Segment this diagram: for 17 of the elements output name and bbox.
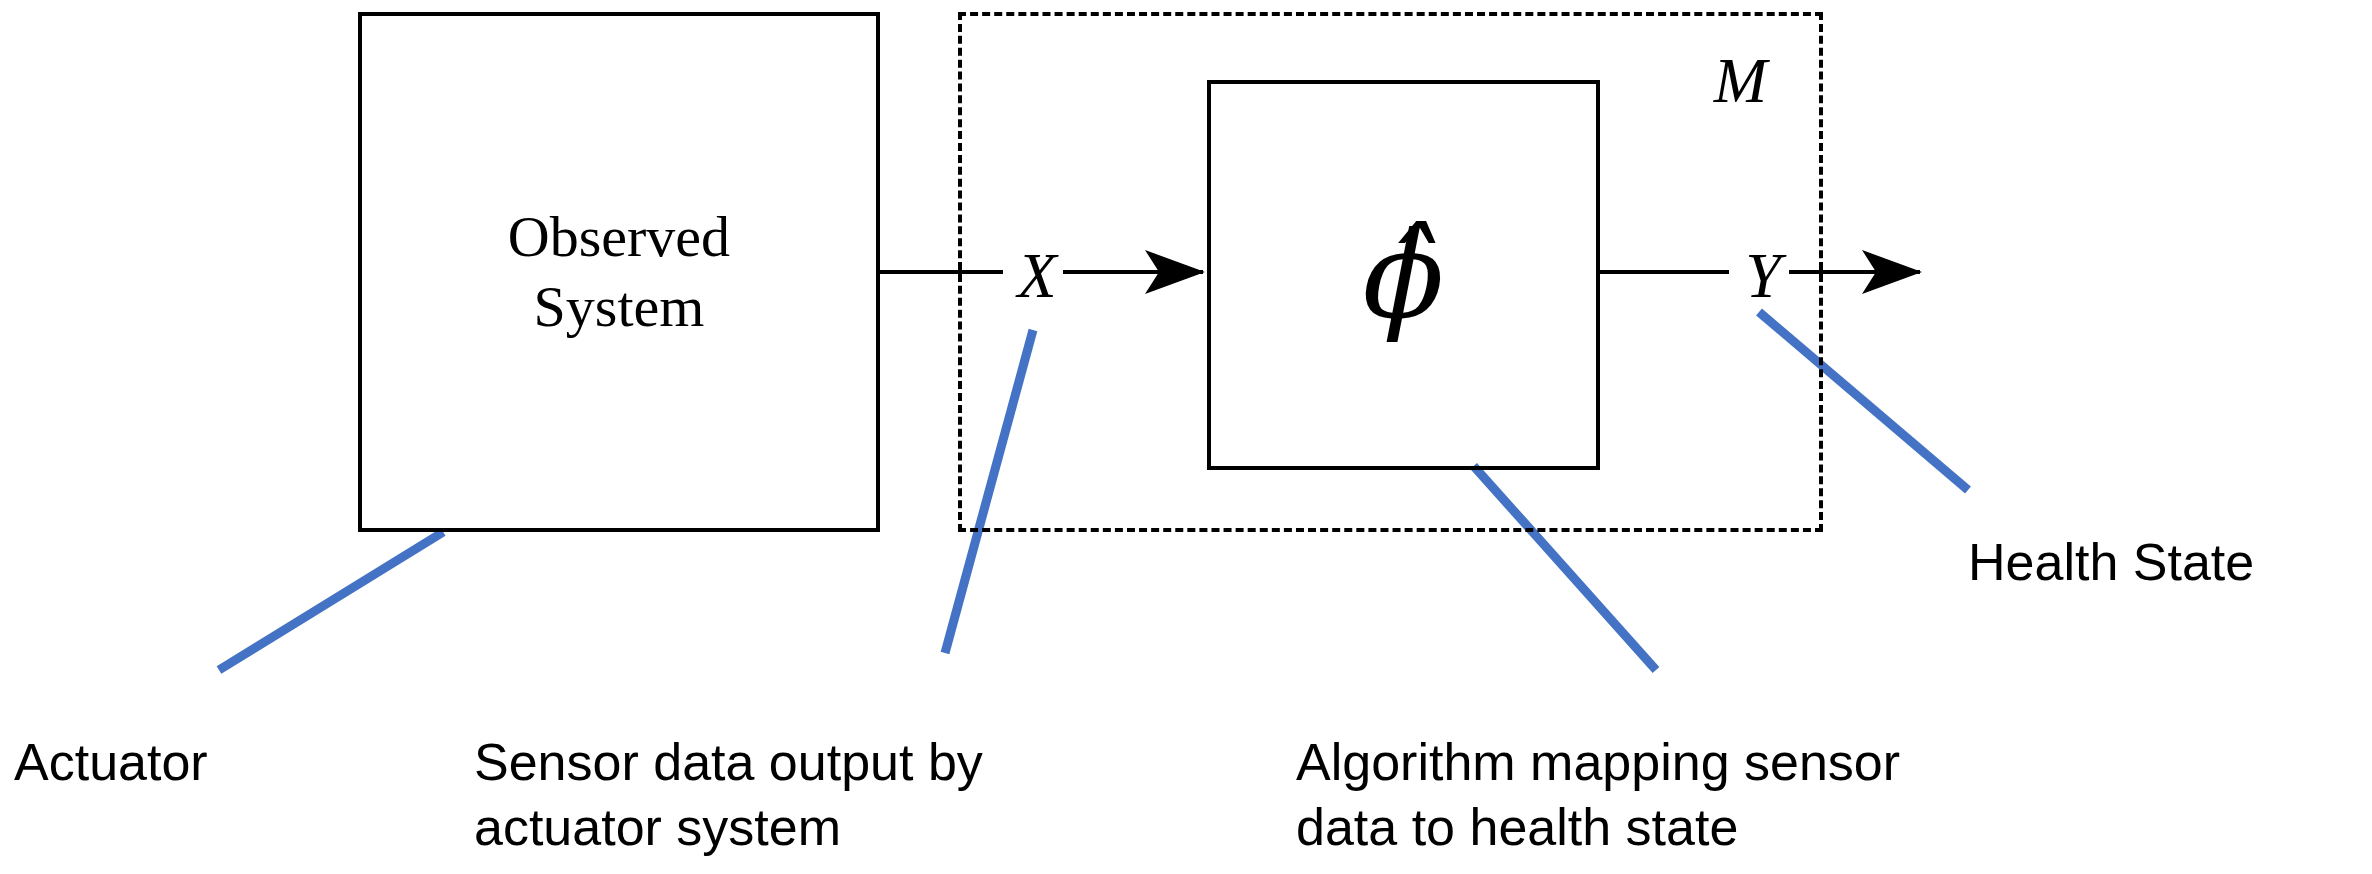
annotation-text: Health State [1968,532,2256,593]
annotation-text: Actuator [14,732,209,793]
arrow [1063,250,1205,294]
variable-label: X [1007,236,1067,316]
arrow [1789,250,1922,294]
process-box [358,12,880,532]
leader-line [1756,308,1971,494]
variable-label: Y [1733,236,1793,316]
leader-line [1470,463,1660,673]
annotation-text: Algorithm mapping sensor data to health state [1296,732,1902,858]
connector-line [880,270,1003,274]
leader-line [940,328,1038,655]
process-box [1207,80,1600,470]
math-symbol: ϕ̂ [1362,205,1445,345]
annotation-text: Sensor data output by actuator system [474,732,984,858]
box-label: Observed System [506,203,732,341]
dashed-boundary-box [958,12,1823,532]
